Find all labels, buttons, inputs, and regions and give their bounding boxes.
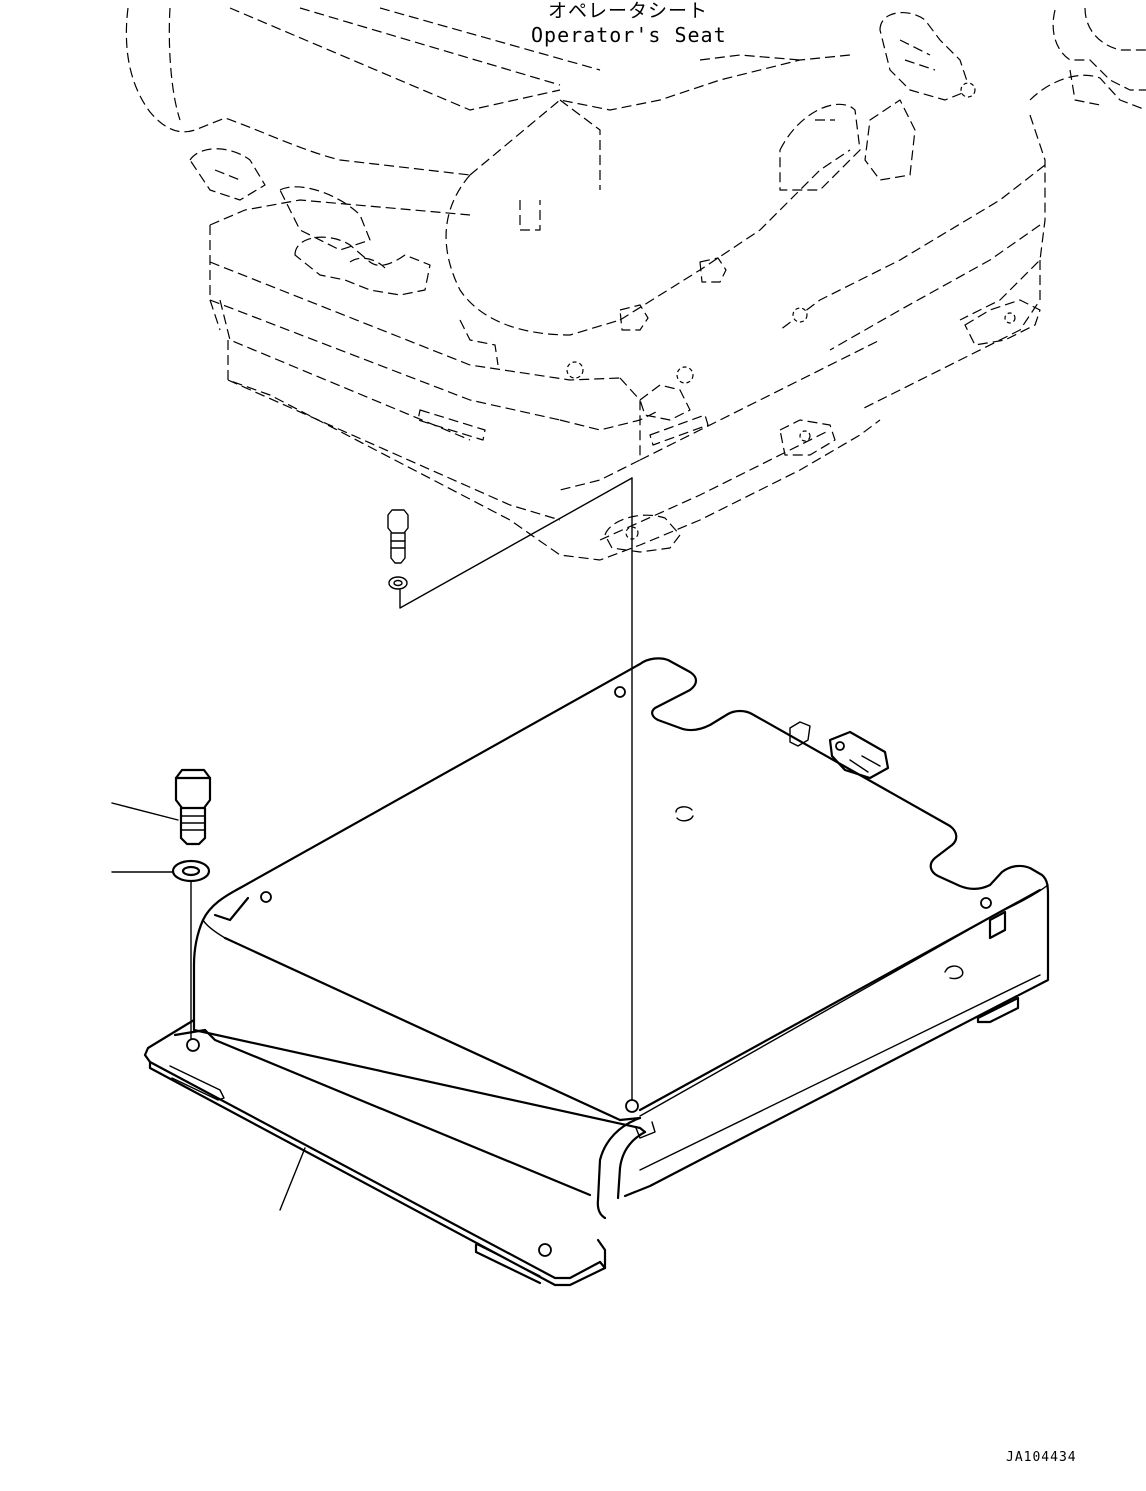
seat-mounting-bracket: [143, 657, 1050, 1287]
operator-seat-phantom: [125, 7, 1146, 561]
bracket-leader-line: [279, 1147, 306, 1211]
phantom-leader-line: [399, 477, 633, 609]
bolt-leader-line: [111, 802, 179, 821]
seat-bolt-phantom: [387, 509, 409, 564]
seat-title-japanese: オペレータシート: [548, 0, 708, 22]
seat-title-english: Operator's Seat: [531, 23, 727, 47]
seat-washer-phantom: [388, 576, 408, 590]
drawing-code: JA104434: [1006, 1450, 1077, 1465]
washer: [171, 859, 211, 883]
bolt: [174, 768, 212, 846]
